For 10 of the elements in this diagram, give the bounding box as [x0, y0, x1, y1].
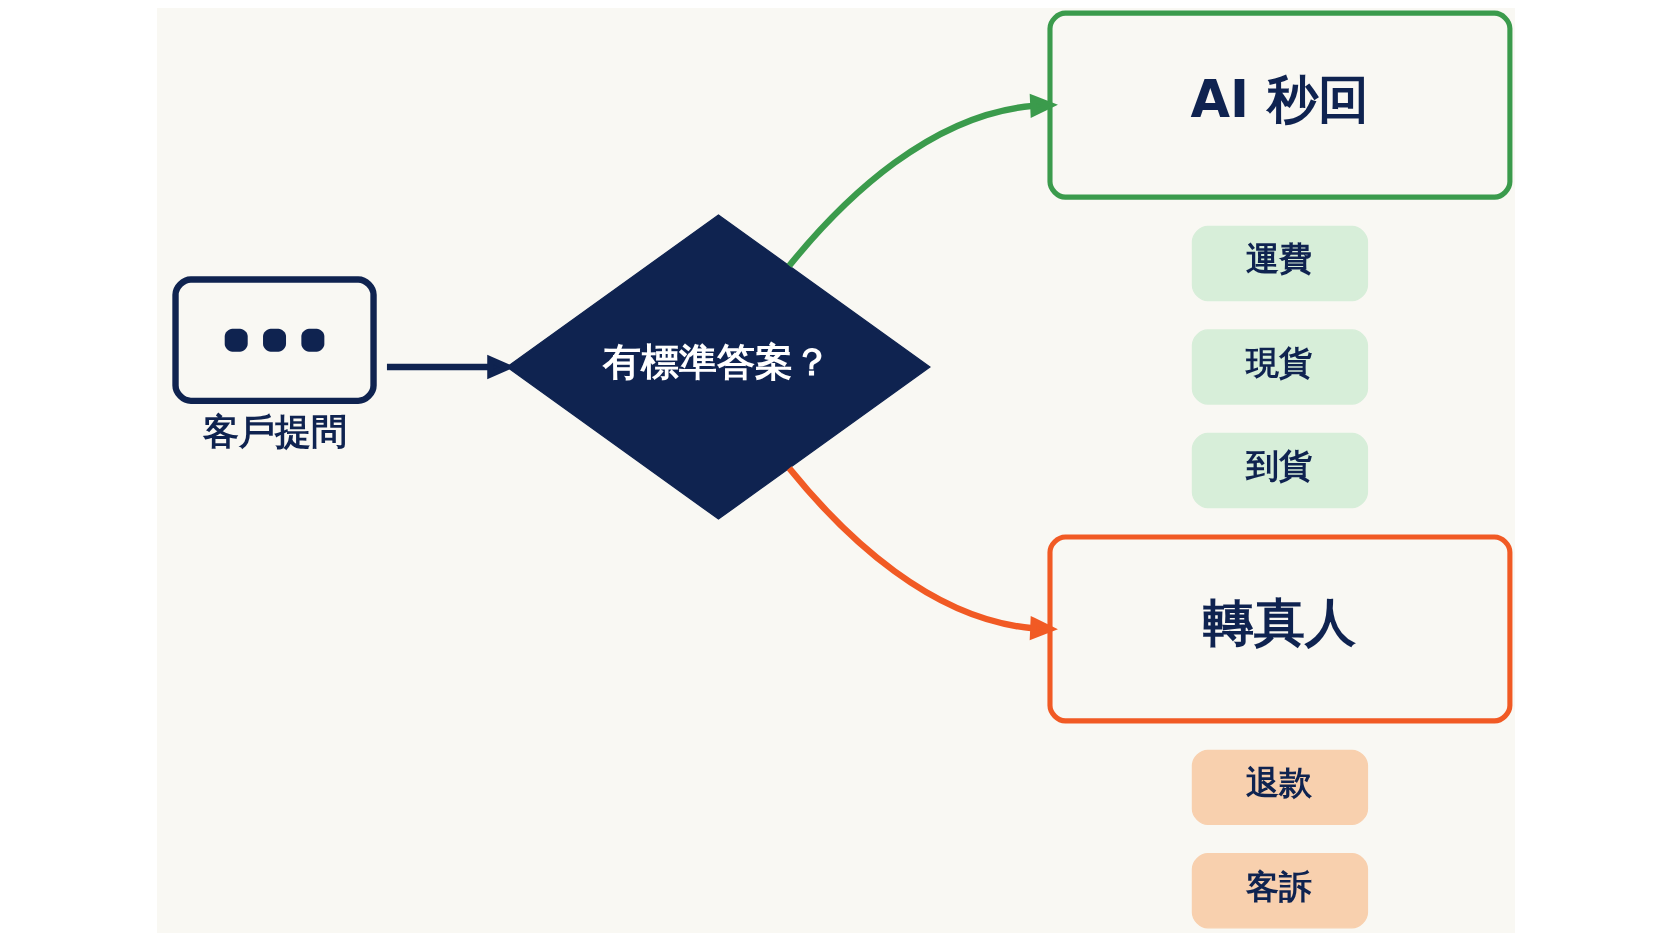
arrow — [786, 93, 1058, 268]
arrow — [786, 466, 1058, 641]
node-box: 轉真人 — [1047, 534, 1513, 724]
node-box: 客訴 — [1191, 853, 1369, 929]
node-label: 客戶提問 — [202, 411, 347, 453]
node-box: 運費 — [1191, 225, 1369, 302]
node-box: 現貨 — [1191, 329, 1369, 405]
node-box: 退款 — [1191, 749, 1369, 825]
node-box: 到貨 — [1191, 432, 1369, 509]
node-box: AI 秒回 — [1047, 10, 1513, 200]
